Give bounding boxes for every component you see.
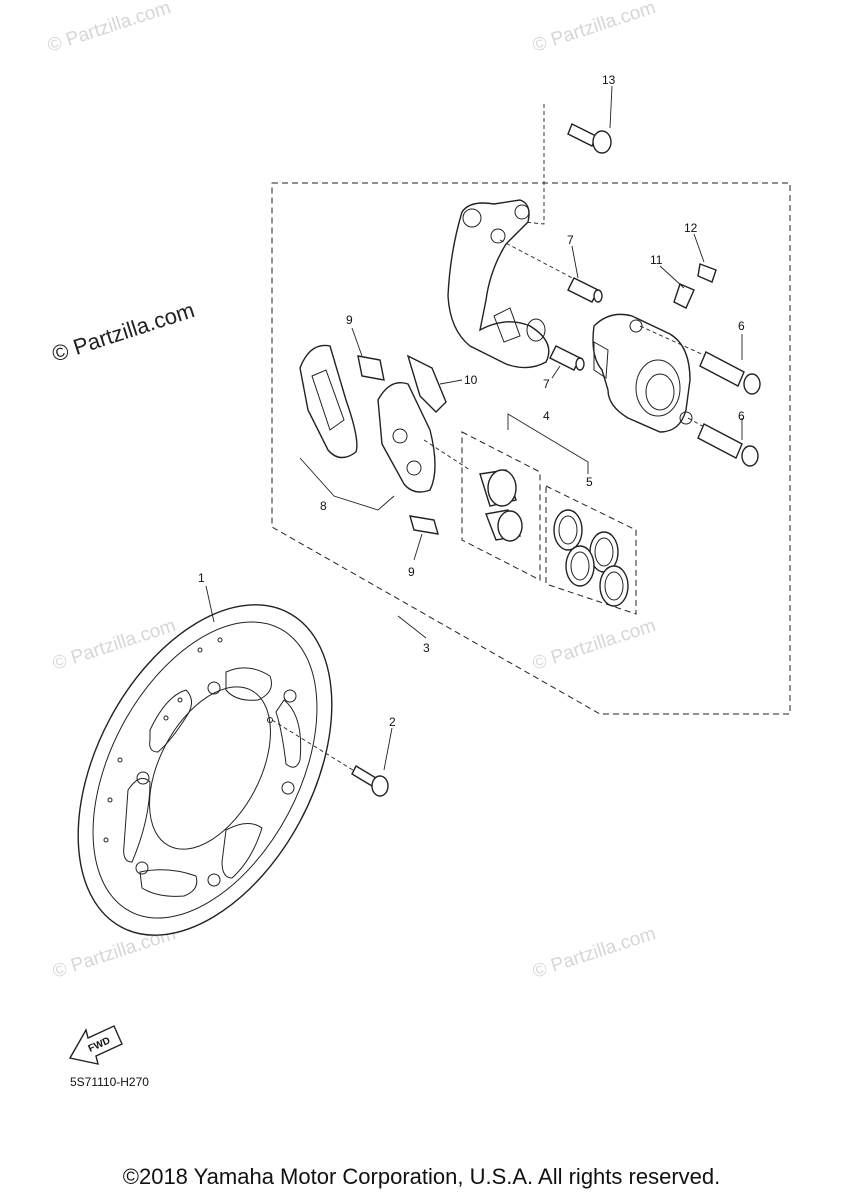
pad-spring-lower bbox=[409, 515, 439, 535]
callout-6-upper: 6 bbox=[738, 319, 745, 333]
callout-13: 13 bbox=[602, 73, 616, 87]
caliper-mount-bolt bbox=[523, 104, 612, 225]
seal-group-boundary bbox=[545, 485, 637, 615]
callout-1: 1 bbox=[198, 571, 205, 585]
callout-9-upper: 9 bbox=[346, 313, 353, 327]
seal-kit bbox=[553, 509, 629, 607]
caliper-bracket bbox=[447, 199, 550, 369]
slide-pin-upper bbox=[499, 239, 603, 303]
diagram-code: 5S71110-H270 bbox=[70, 1075, 149, 1089]
callout-11: 11 bbox=[650, 253, 663, 267]
watermark-faded: © Partzilla.com bbox=[530, 615, 658, 675]
callout-2: 2 bbox=[389, 715, 396, 729]
watermark-faded: © Partzilla.com bbox=[45, 0, 173, 57]
caliper-bolt-upper bbox=[639, 325, 761, 395]
piston-lower bbox=[485, 509, 523, 542]
callout-10: 10 bbox=[464, 373, 478, 387]
callout-4: 4 bbox=[543, 409, 550, 423]
callout-12: 12 bbox=[684, 221, 698, 235]
callout-5: 5 bbox=[586, 475, 593, 489]
pad-support bbox=[406, 354, 447, 413]
callout-leaders bbox=[205, 85, 743, 771]
bleed-screw bbox=[673, 263, 717, 309]
callout-3: 3 bbox=[423, 641, 430, 655]
piston-group-boundary bbox=[461, 431, 541, 581]
forward-arrow-icon: FWD bbox=[68, 1025, 123, 1065]
callout-labels: 1 2 3 4 5 6 6 7 7 8 9 9 10 11 12 13 bbox=[198, 73, 745, 729]
piston-upper bbox=[479, 469, 517, 507]
callout-7-upper: 7 bbox=[567, 233, 574, 247]
disc-bolt bbox=[271, 719, 389, 797]
brake-pad-outer bbox=[299, 344, 358, 459]
watermark-faded: © Partzilla.com bbox=[530, 0, 658, 57]
pad-spring-upper bbox=[357, 355, 385, 381]
callout-7-lower: 7 bbox=[543, 377, 550, 391]
callout-8: 8 bbox=[320, 499, 327, 513]
watermark-main: © Partzilla.com bbox=[49, 297, 198, 367]
copyright-notice: ©2018 Yamaha Motor Corporation, U.S.A. A… bbox=[122, 1164, 721, 1189]
callout-9-lower: 9 bbox=[408, 565, 415, 579]
watermark-faded: © Partzilla.com bbox=[530, 923, 658, 983]
callout-6-lower: 6 bbox=[738, 409, 745, 423]
brake-pad-inner bbox=[377, 382, 471, 493]
caliper-body bbox=[592, 313, 693, 433]
caliper-assembly-boundary bbox=[271, 182, 791, 715]
slide-pin-lower bbox=[549, 345, 585, 371]
caliper-bolt-lower bbox=[687, 417, 759, 467]
brake-disc bbox=[77, 604, 333, 936]
